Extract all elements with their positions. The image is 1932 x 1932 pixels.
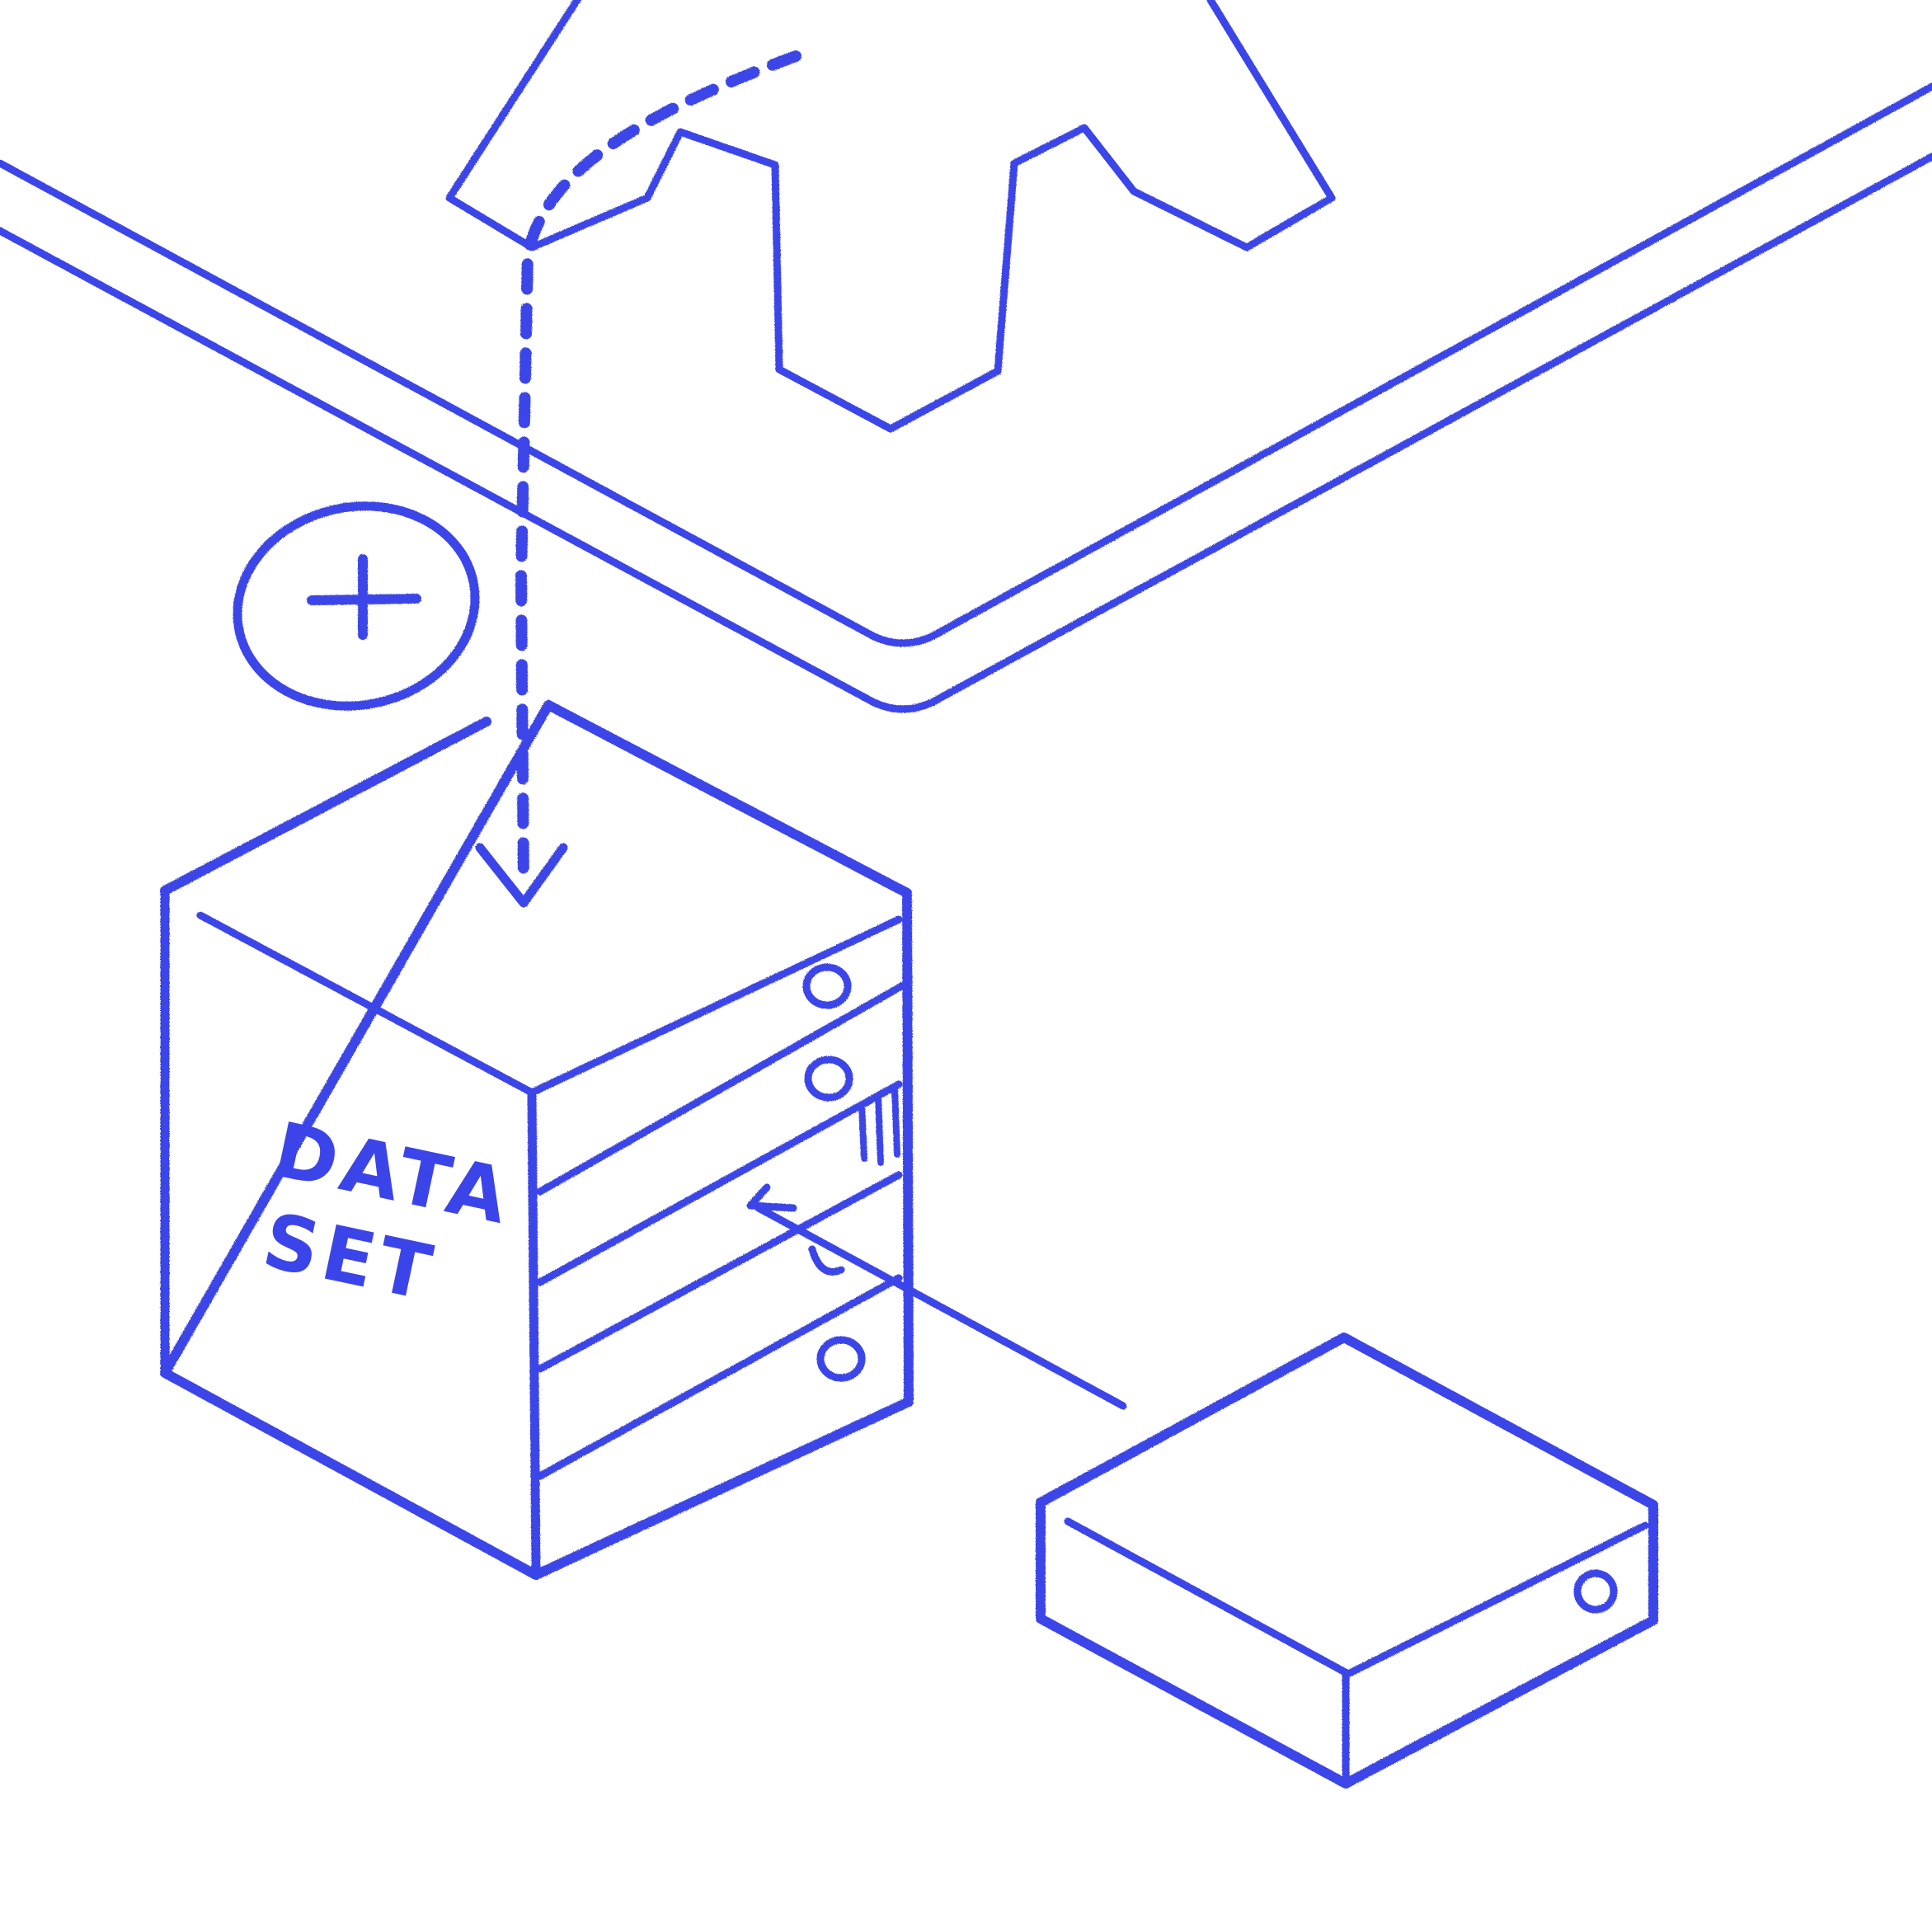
platform-tray <box>0 82 1932 713</box>
dataset-label: DATA SET <box>256 1106 519 1319</box>
plus-circle-icon <box>233 501 480 711</box>
hard-drive-icon <box>1036 1333 1658 1789</box>
drive-insert-arrow <box>746 1183 1127 1410</box>
gear-icon <box>445 0 1336 433</box>
dashed-insert-arrow <box>475 50 801 908</box>
server-stack-icon <box>160 700 914 1580</box>
